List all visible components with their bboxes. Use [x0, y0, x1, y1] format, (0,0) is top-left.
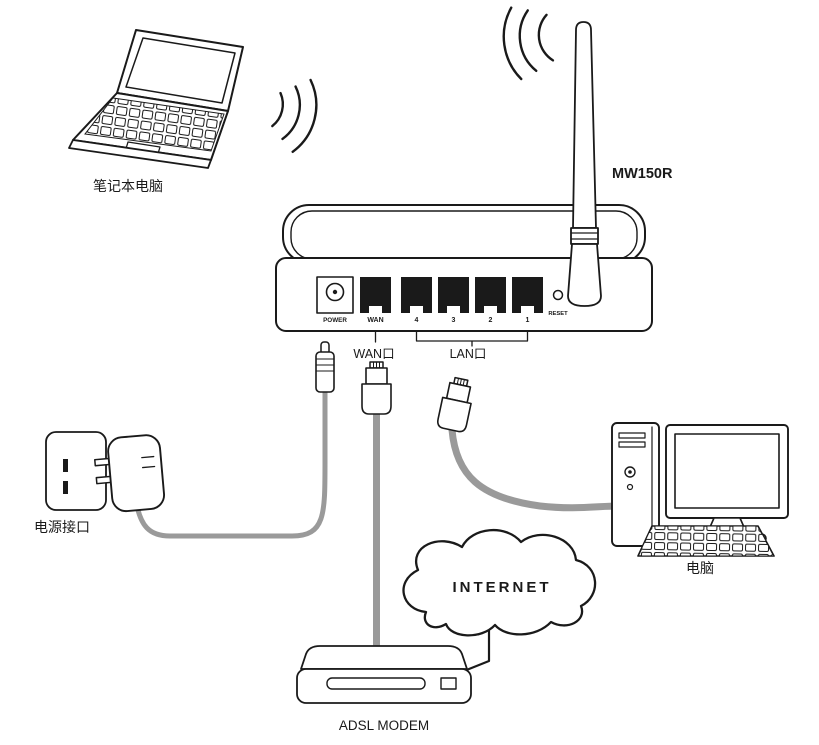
lan-connector	[437, 376, 472, 433]
cloud-modem-line	[462, 629, 491, 673]
wan-port: WAN	[360, 277, 391, 324]
modem-vent-slot	[326, 677, 426, 690]
lan-port-2: 2	[475, 277, 506, 324]
adsl-modem	[296, 645, 472, 704]
power-socket-label: 电源接口	[34, 519, 90, 535]
router-antenna	[567, 21, 602, 307]
wall-outlet	[45, 431, 107, 511]
laptop-front-lip	[68, 139, 212, 169]
internet-cloud: INTERNET	[402, 528, 597, 637]
wan-connector	[361, 361, 392, 415]
router-wifi-waves-icon	[502, 6, 555, 81]
router-model-label: MW150R	[612, 166, 673, 182]
wan-port-label: WAN	[367, 317, 383, 324]
lan-port-3: 3	[438, 277, 469, 324]
desktop-tower	[611, 422, 660, 547]
laptop-label: 笔记本电脑	[93, 178, 163, 194]
desktop-computer	[611, 422, 789, 557]
modem-port-square	[440, 677, 457, 690]
lan-port-4: 4	[401, 277, 432, 324]
wan-callout: WAN口	[353, 330, 395, 361]
lan-port-1-label: 1	[526, 317, 530, 324]
modem-label: ADSL MODEM	[339, 718, 429, 733]
laptop	[68, 29, 244, 169]
lan-callout: LAN口	[415, 331, 529, 361]
lan-cable	[448, 426, 622, 512]
power-cable	[134, 385, 328, 539]
power-plug	[315, 341, 335, 393]
reset-button: RESET	[548, 289, 568, 317]
laptop-keyboard	[84, 97, 225, 152]
laptop-screen-inner	[125, 37, 236, 104]
power-adapter	[94, 434, 166, 513]
router: POWER WAN 4 3 2 1 RESET	[275, 204, 653, 332]
desktop-keyboard	[637, 525, 775, 557]
internet-label: INTERNET	[453, 579, 552, 596]
wan-callout-label: WAN口	[353, 347, 394, 361]
lan-port-4-label: 4	[415, 317, 419, 324]
lan-port-2-label: 2	[489, 317, 493, 324]
power-port-label: POWER	[323, 317, 347, 324]
laptop-wifi-waves-icon	[271, 78, 318, 154]
power-port: POWER	[316, 276, 354, 324]
lan-callout-label: LAN口	[450, 347, 487, 361]
lan-port-1: 1	[512, 277, 543, 324]
computer-label: 电脑	[686, 560, 714, 576]
reset-label: RESET	[548, 311, 568, 317]
lan-port-3-label: 3	[452, 317, 456, 324]
